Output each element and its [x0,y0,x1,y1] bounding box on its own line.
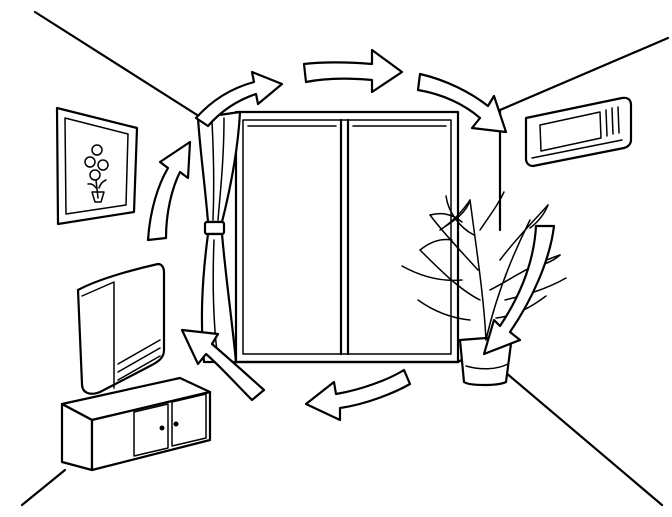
right-floor-edge [503,370,664,507]
wall-picture [55,106,139,226]
left-floor-edge [20,468,67,507]
tv-vent-line-1 [117,347,161,373]
airflow-arrow-bottom [304,368,412,422]
airflow-arrow-bottom-left [180,328,266,402]
curtain [196,110,242,364]
left-ceiling-edge [33,10,207,122]
plant-pot-band [465,363,509,370]
ac-bottom-line [531,139,623,159]
cabinet-knob-right [173,421,179,427]
window-outer-frame [234,110,460,364]
tv-base-line [117,355,161,381]
curtain-tieback [203,220,226,236]
air-conditioner [524,96,633,168]
curtain-fold-1 [211,121,215,221]
curtain-lower [200,232,238,364]
curtain-fold-2 [217,117,225,221]
cabinet-knob-left [159,425,165,431]
airflow-arrow-top-left [194,70,284,128]
cabinet-front [90,390,212,472]
ac-vent-2 [611,107,614,135]
television [76,262,166,395]
cabinet-door-right [171,393,207,447]
tv-screen-edge [81,281,115,389]
airflow-arrows [146,48,556,422]
ac-front-panel [539,111,602,152]
window [234,110,460,364]
tv-vent-line-2 [117,339,161,365]
airflow-arrow-top-center [302,48,404,94]
ac-vent-1 [605,109,608,137]
airflow-arrow-right-down [482,224,556,356]
picture-frame-outer [55,106,139,226]
ac-vent-3 [617,106,620,134]
airflow-arrow-top-right [416,72,508,134]
right-ceiling-edge [498,36,670,112]
cabinet-door-left [133,403,169,457]
tv-stand [60,376,212,472]
tv-body [76,262,166,395]
airflow-arrow-up-left [146,140,192,242]
plant-leaves [401,191,567,341]
potted-plant [401,191,567,387]
picture-frame-inner [64,117,129,215]
flower-icon [84,144,109,203]
